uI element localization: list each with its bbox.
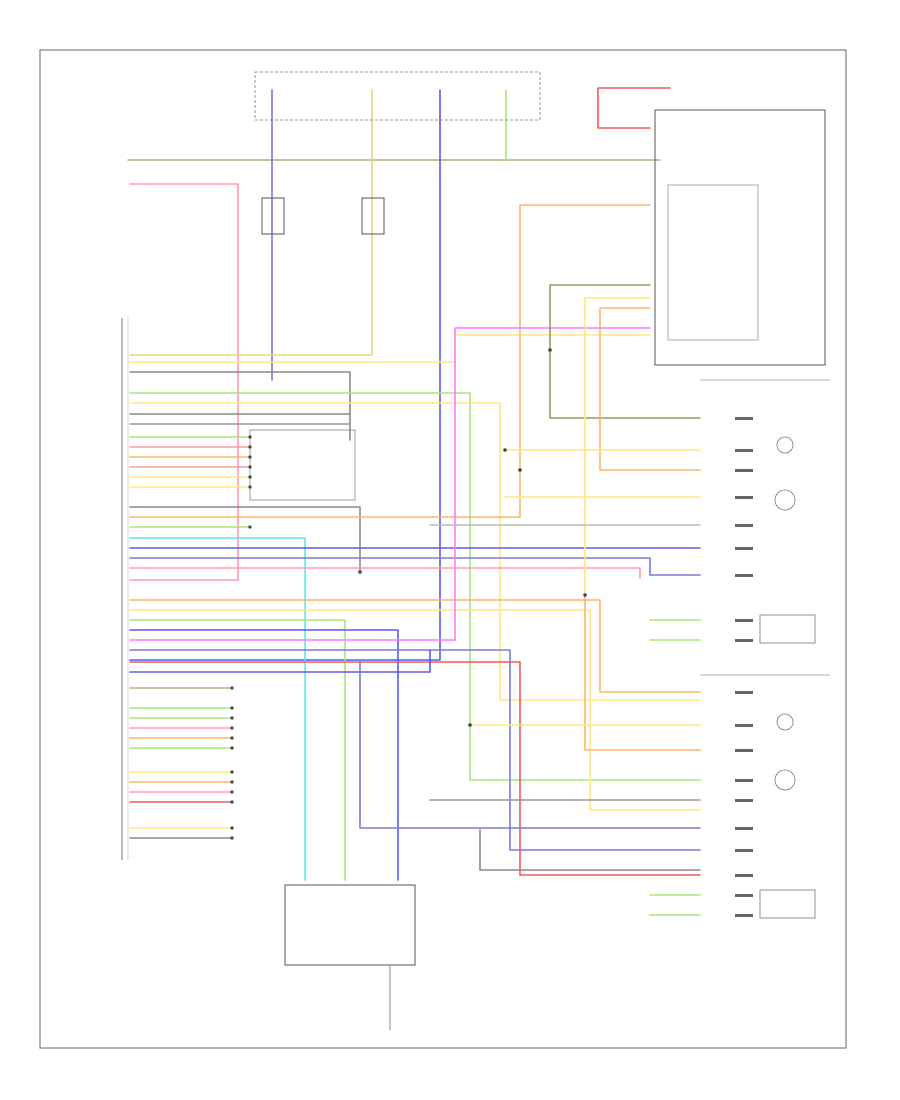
pin-dot — [230, 770, 234, 774]
connector-tab — [735, 914, 753, 917]
connector-tab — [735, 524, 753, 527]
motor-symbol-4 — [774, 769, 796, 791]
motor-symbol-1 — [776, 436, 794, 454]
switch-symbol-2 — [759, 889, 816, 919]
connector-tab — [735, 874, 753, 877]
wire-right-gray-3 — [479, 829, 701, 871]
connector-tab — [735, 574, 753, 577]
wire-fuse-2 — [129, 89, 373, 356]
connector-tab — [735, 449, 753, 452]
wire-pin-7 — [129, 392, 701, 781]
wire-right-olive — [549, 284, 701, 419]
pin-dot — [230, 800, 234, 804]
wire-right-blue-low — [359, 659, 701, 829]
fuse-block — [254, 71, 541, 121]
connector-tab — [735, 749, 753, 752]
bottom-switch-box — [284, 884, 416, 966]
power-window-module — [654, 109, 826, 366]
wire-right-red-top — [597, 87, 671, 129]
motor-symbol-2 — [774, 489, 796, 511]
pin-dot — [230, 780, 234, 784]
pin-dot — [248, 445, 252, 449]
connector-tab — [735, 619, 753, 622]
pin-dot — [248, 465, 252, 469]
wire-pin-cyan — [129, 537, 306, 881]
splice-dot — [518, 468, 522, 472]
splice-dot — [468, 723, 472, 727]
connector-tab — [735, 469, 753, 472]
pin-dot — [230, 826, 234, 830]
switch-symbol-1 — [759, 614, 816, 644]
connector-tab — [735, 779, 753, 782]
wire-pin-blue-4 — [129, 649, 701, 851]
wire-pin-blue-5 — [129, 649, 431, 673]
pin-dot — [230, 836, 234, 840]
wire-pin-8 — [129, 402, 701, 701]
pin-dot — [230, 716, 234, 720]
wires — [127, 87, 701, 916]
wire-pin-red — [129, 661, 701, 876]
connector-tab — [735, 724, 753, 727]
wire-pin-18 — [129, 506, 361, 573]
wire-fuse-3-blue — [129, 89, 441, 661]
wire-right-yellow — [584, 297, 651, 596]
connector-tab — [735, 894, 753, 897]
pin-dot — [230, 790, 234, 794]
wire-pin-green-2 — [129, 619, 346, 881]
pin-dot — [230, 736, 234, 740]
splice-dot — [548, 348, 552, 352]
splice-dot — [503, 448, 507, 452]
pin-dot — [230, 726, 234, 730]
motor-symbol-3 — [776, 713, 794, 731]
pin-dot — [248, 455, 252, 459]
module-inner — [667, 184, 759, 341]
connector-tab — [735, 799, 753, 802]
wire-right-orange — [599, 307, 701, 471]
wire-pin-yellow-3 — [129, 609, 701, 811]
wire-pin-blue-2 — [129, 557, 701, 576]
wire-pin-violet — [129, 327, 651, 641]
wire-pin-5 — [129, 371, 351, 441]
relay-2 — [361, 197, 385, 235]
relay-1 — [261, 197, 285, 235]
connector-tab — [735, 496, 753, 499]
splice-dot — [583, 593, 587, 597]
wire-right-orange-low — [584, 594, 701, 751]
connector-pins — [230, 348, 587, 840]
center-switch-box — [249, 429, 356, 501]
connector-tab — [735, 691, 753, 694]
wire-pink-left — [129, 183, 239, 581]
right-connector-tabs — [735, 417, 753, 917]
connector-tab — [735, 547, 753, 550]
connector-tab — [735, 639, 753, 642]
connector-tab — [735, 417, 753, 420]
pin-dot — [230, 706, 234, 710]
wire-pin-19 — [129, 204, 651, 518]
pin-dot — [248, 435, 252, 439]
diagram-frame — [39, 49, 847, 1049]
pin-dot — [248, 485, 252, 489]
connector-tab — [735, 827, 753, 830]
splice-dot — [358, 570, 362, 574]
pin-dot — [248, 475, 252, 479]
wire-pin-4 — [129, 334, 651, 363]
connector-tab — [735, 849, 753, 852]
wire-pin-blue-3 — [129, 629, 399, 881]
wire-pin-orange-2 — [129, 599, 701, 693]
pin-dot — [230, 746, 234, 750]
motor-symbols — [759, 436, 816, 919]
wire-pin-pink-2 — [129, 567, 641, 579]
pin-dot — [230, 686, 234, 690]
pin-dot — [248, 525, 252, 529]
components — [121, 71, 830, 1031]
